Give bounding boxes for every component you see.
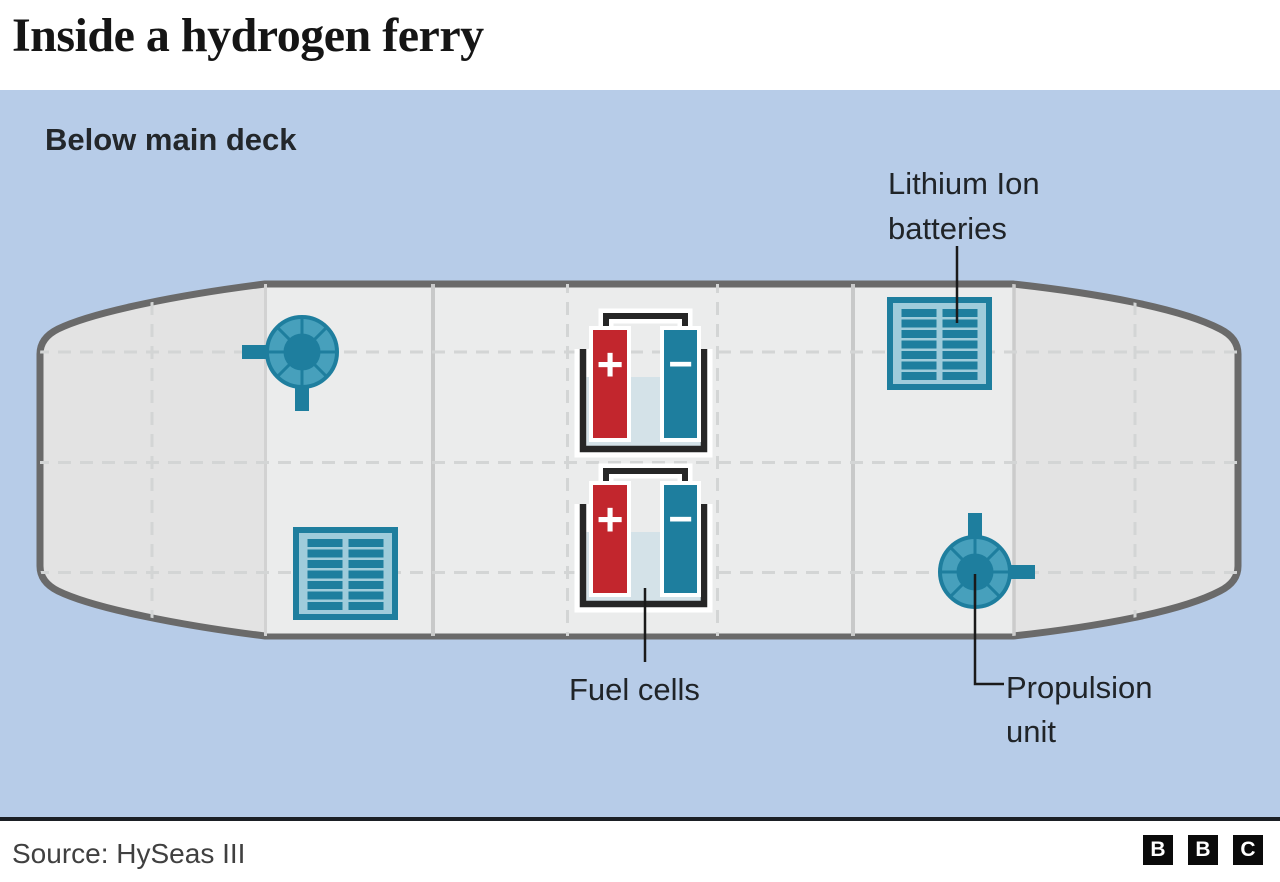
label-propulsion-unit: Propulsion unit [1006, 670, 1153, 749]
bulkhead-lines [264, 284, 1016, 636]
bbc-logo: B B C [1143, 835, 1263, 865]
ferry-diagram: + − [36, 246, 1242, 686]
bbc-logo-block: B [1143, 835, 1173, 865]
lithium-battery-stern [887, 297, 992, 390]
deck-label: Below main deck [45, 122, 297, 157]
page-title: Inside a hydrogen ferry [12, 9, 484, 62]
bbc-logo-block: C [1233, 835, 1263, 865]
propulsion-leader-line [973, 574, 1004, 686]
label-lithium-batteries: Lithium Ion batteries [888, 166, 1040, 246]
lithium-battery-bow [293, 527, 398, 620]
source-credit: Source: HySeas III [12, 838, 246, 869]
bbc-logo-block: B [1188, 835, 1218, 865]
label-fuel-cells: Fuel cells [569, 672, 700, 707]
leader-lines [643, 246, 1004, 686]
